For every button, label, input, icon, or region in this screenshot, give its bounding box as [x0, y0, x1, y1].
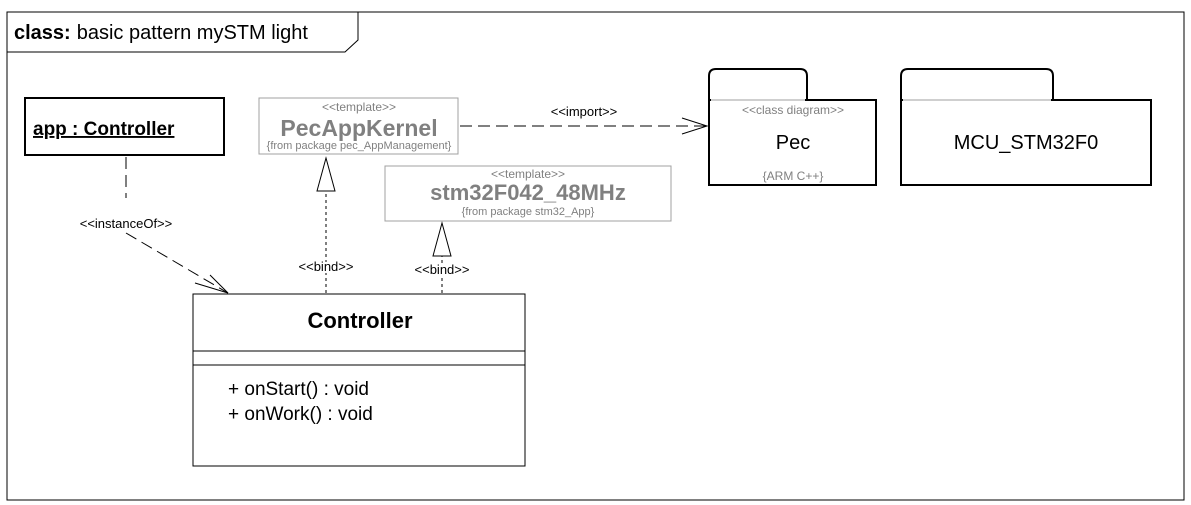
template-stereotype: <<template>> [491, 167, 565, 181]
class-controller[interactable]: Controller + onStart() : void + onWork()… [192, 293, 526, 467]
realization-arrowhead [316, 156, 336, 192]
bind-stm32f042[interactable]: <<bind>> [413, 221, 471, 293]
instanceof-dependency[interactable]: <<instanceOf>> [80, 157, 229, 294]
template-box [384, 165, 672, 222]
package-tab [900, 68, 1054, 100]
frame-title: class: basic pattern mySTM light [14, 22, 308, 44]
operation-onwork: + onWork() : void [228, 404, 373, 425]
package-constraint: {ARM C++} [763, 169, 824, 183]
class-box [192, 293, 526, 467]
package-stereotype: <<class diagram>> [742, 103, 844, 117]
template-origin: {from package pec_AppManagement} [267, 140, 452, 152]
import-label: <<import>> [551, 104, 618, 119]
realization-arrowhead [432, 221, 452, 257]
dependency-line [125, 157, 229, 294]
instance-label: app : Controller [33, 119, 175, 140]
open-arrowhead [681, 117, 709, 135]
frame-name: basic pattern mySTM light [77, 22, 309, 44]
package-tab [708, 68, 808, 100]
template-name: stm32F042_48MHz [430, 180, 626, 205]
import-dependency[interactable]: <<import>> [460, 104, 709, 135]
template-stm32f042[interactable]: <<template>> stm32F042_48MHz {from packa… [384, 165, 672, 222]
template-stereotype: <<template>> [322, 100, 396, 114]
template-box [258, 97, 459, 155]
diagram-frame [6, 11, 1185, 501]
package-name: Pec [776, 132, 810, 154]
template-origin: {from package stm32_App} [462, 206, 595, 218]
class-name: Controller [307, 308, 413, 333]
bind-pecappkernel[interactable]: <<bind>> [297, 156, 355, 293]
instance-box [24, 97, 225, 156]
template-pecappkernel[interactable]: <<template>> PecAppKernel {from package … [258, 97, 459, 155]
bind-label: <<bind>> [415, 262, 470, 277]
frame-keyword: class: [14, 22, 71, 44]
package-mcu-stm32f0[interactable]: MCU_STM32F0 [900, 68, 1152, 186]
open-arrowhead [194, 274, 229, 294]
instanceof-label: <<instanceOf>> [80, 216, 173, 231]
instance-app-controller[interactable]: app : Controller [24, 97, 225, 156]
bind-label: <<bind>> [299, 259, 354, 274]
package-name: MCU_STM32F0 [954, 132, 1098, 154]
package-body [708, 99, 877, 186]
operation-onstart: + onStart() : void [228, 379, 369, 400]
package-pec[interactable]: <<class diagram>> Pec {ARM C++} [708, 68, 877, 186]
template-name: PecAppKernel [280, 115, 437, 141]
frame-name-tab [7, 12, 359, 53]
